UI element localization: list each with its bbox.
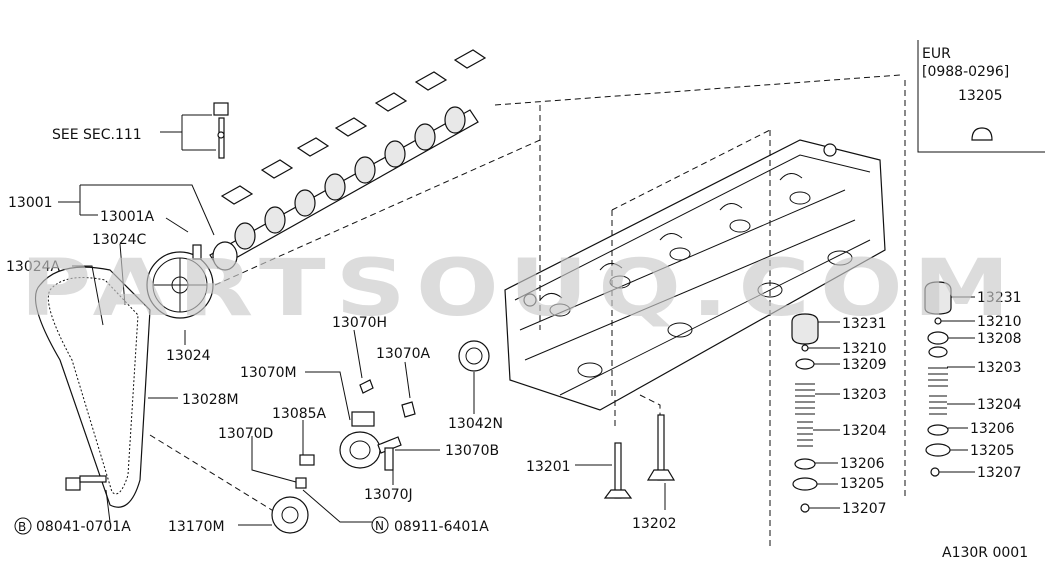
- label-13070D: 13070D: [218, 426, 273, 442]
- camshaft-sprocket: [146, 244, 214, 319]
- b-circle-letter: B: [18, 520, 26, 534]
- valves: [603, 414, 676, 499]
- label-13001: 13001: [8, 195, 53, 211]
- label-m13207: 13207: [842, 501, 887, 517]
- label-m13209: 13209: [842, 357, 887, 373]
- label-r13203: 13203: [977, 360, 1022, 376]
- eur-range: [0988-0296]: [922, 64, 1009, 80]
- bolt-b-callout: B 08041-0701A: [14, 517, 131, 535]
- label-m13205: 13205: [840, 476, 885, 492]
- label-nut-08911: 08911-6401A: [394, 519, 489, 535]
- label-13024: 13024: [166, 348, 211, 364]
- label-r13210: 13210: [977, 314, 1022, 330]
- label-m13206: 13206: [840, 456, 885, 472]
- oil-seal: [458, 340, 490, 372]
- label-m13203: 13203: [842, 387, 887, 403]
- bolt-08041: [65, 475, 107, 491]
- eur-part-number: 13205: [958, 88, 1003, 104]
- label-r13205: 13205: [970, 443, 1015, 459]
- label-m13231: 13231: [842, 316, 887, 332]
- label-see-sec: SEE SEC.111: [52, 127, 142, 143]
- label-13070M: 13070M: [240, 365, 297, 381]
- label-r13231: 13231: [977, 290, 1022, 306]
- label-13170M: 13170M: [168, 519, 225, 535]
- eur-title: EUR: [922, 46, 951, 62]
- label-r13206: 13206: [970, 421, 1015, 437]
- label-m13210: 13210: [842, 341, 887, 357]
- label-13042N: 13042N: [448, 416, 503, 432]
- valve-train-middle: [791, 313, 819, 513]
- diagram-code: A130R 0001: [942, 545, 1028, 561]
- dashed-guide-lines: [149, 74, 906, 550]
- label-13024A: 13024A: [6, 259, 61, 275]
- label-13070H: 13070H: [332, 315, 387, 331]
- watermark: PARTSOUQ.COM: [20, 244, 1020, 334]
- label-13070B: 13070B: [445, 443, 499, 459]
- label-r13204: 13204: [977, 397, 1022, 413]
- label-r13207: 13207: [977, 465, 1022, 481]
- label-r13208: 13208: [977, 331, 1022, 347]
- cam-brackets: [220, 49, 487, 205]
- label-13202: 13202: [632, 516, 677, 532]
- stud-and-nut: [213, 102, 229, 159]
- label-13201: 13201: [526, 459, 571, 475]
- label-13070A: 13070A: [376, 346, 431, 362]
- leader-lines: [58, 114, 975, 526]
- label-13001A: 13001A: [100, 209, 155, 225]
- nut-n-callout: N 08911-6401A: [371, 516, 489, 535]
- label-m13204: 13204: [842, 423, 887, 439]
- tensioner-assembly: [271, 379, 416, 534]
- valve-train-right: [924, 281, 952, 477]
- timing-belt: [34, 266, 151, 508]
- cylinder-head: [504, 139, 886, 411]
- label-13024C: 13024C: [92, 232, 147, 248]
- camshaft: [209, 106, 479, 271]
- eur-inset-box: [917, 40, 1045, 153]
- label-13028M: 13028M: [182, 392, 239, 408]
- label-13085A: 13085A: [272, 406, 327, 422]
- label-13070J: 13070J: [364, 487, 413, 503]
- n-circle-letter: N: [375, 519, 384, 533]
- label-bolt-08041: 08041-0701A: [36, 519, 131, 535]
